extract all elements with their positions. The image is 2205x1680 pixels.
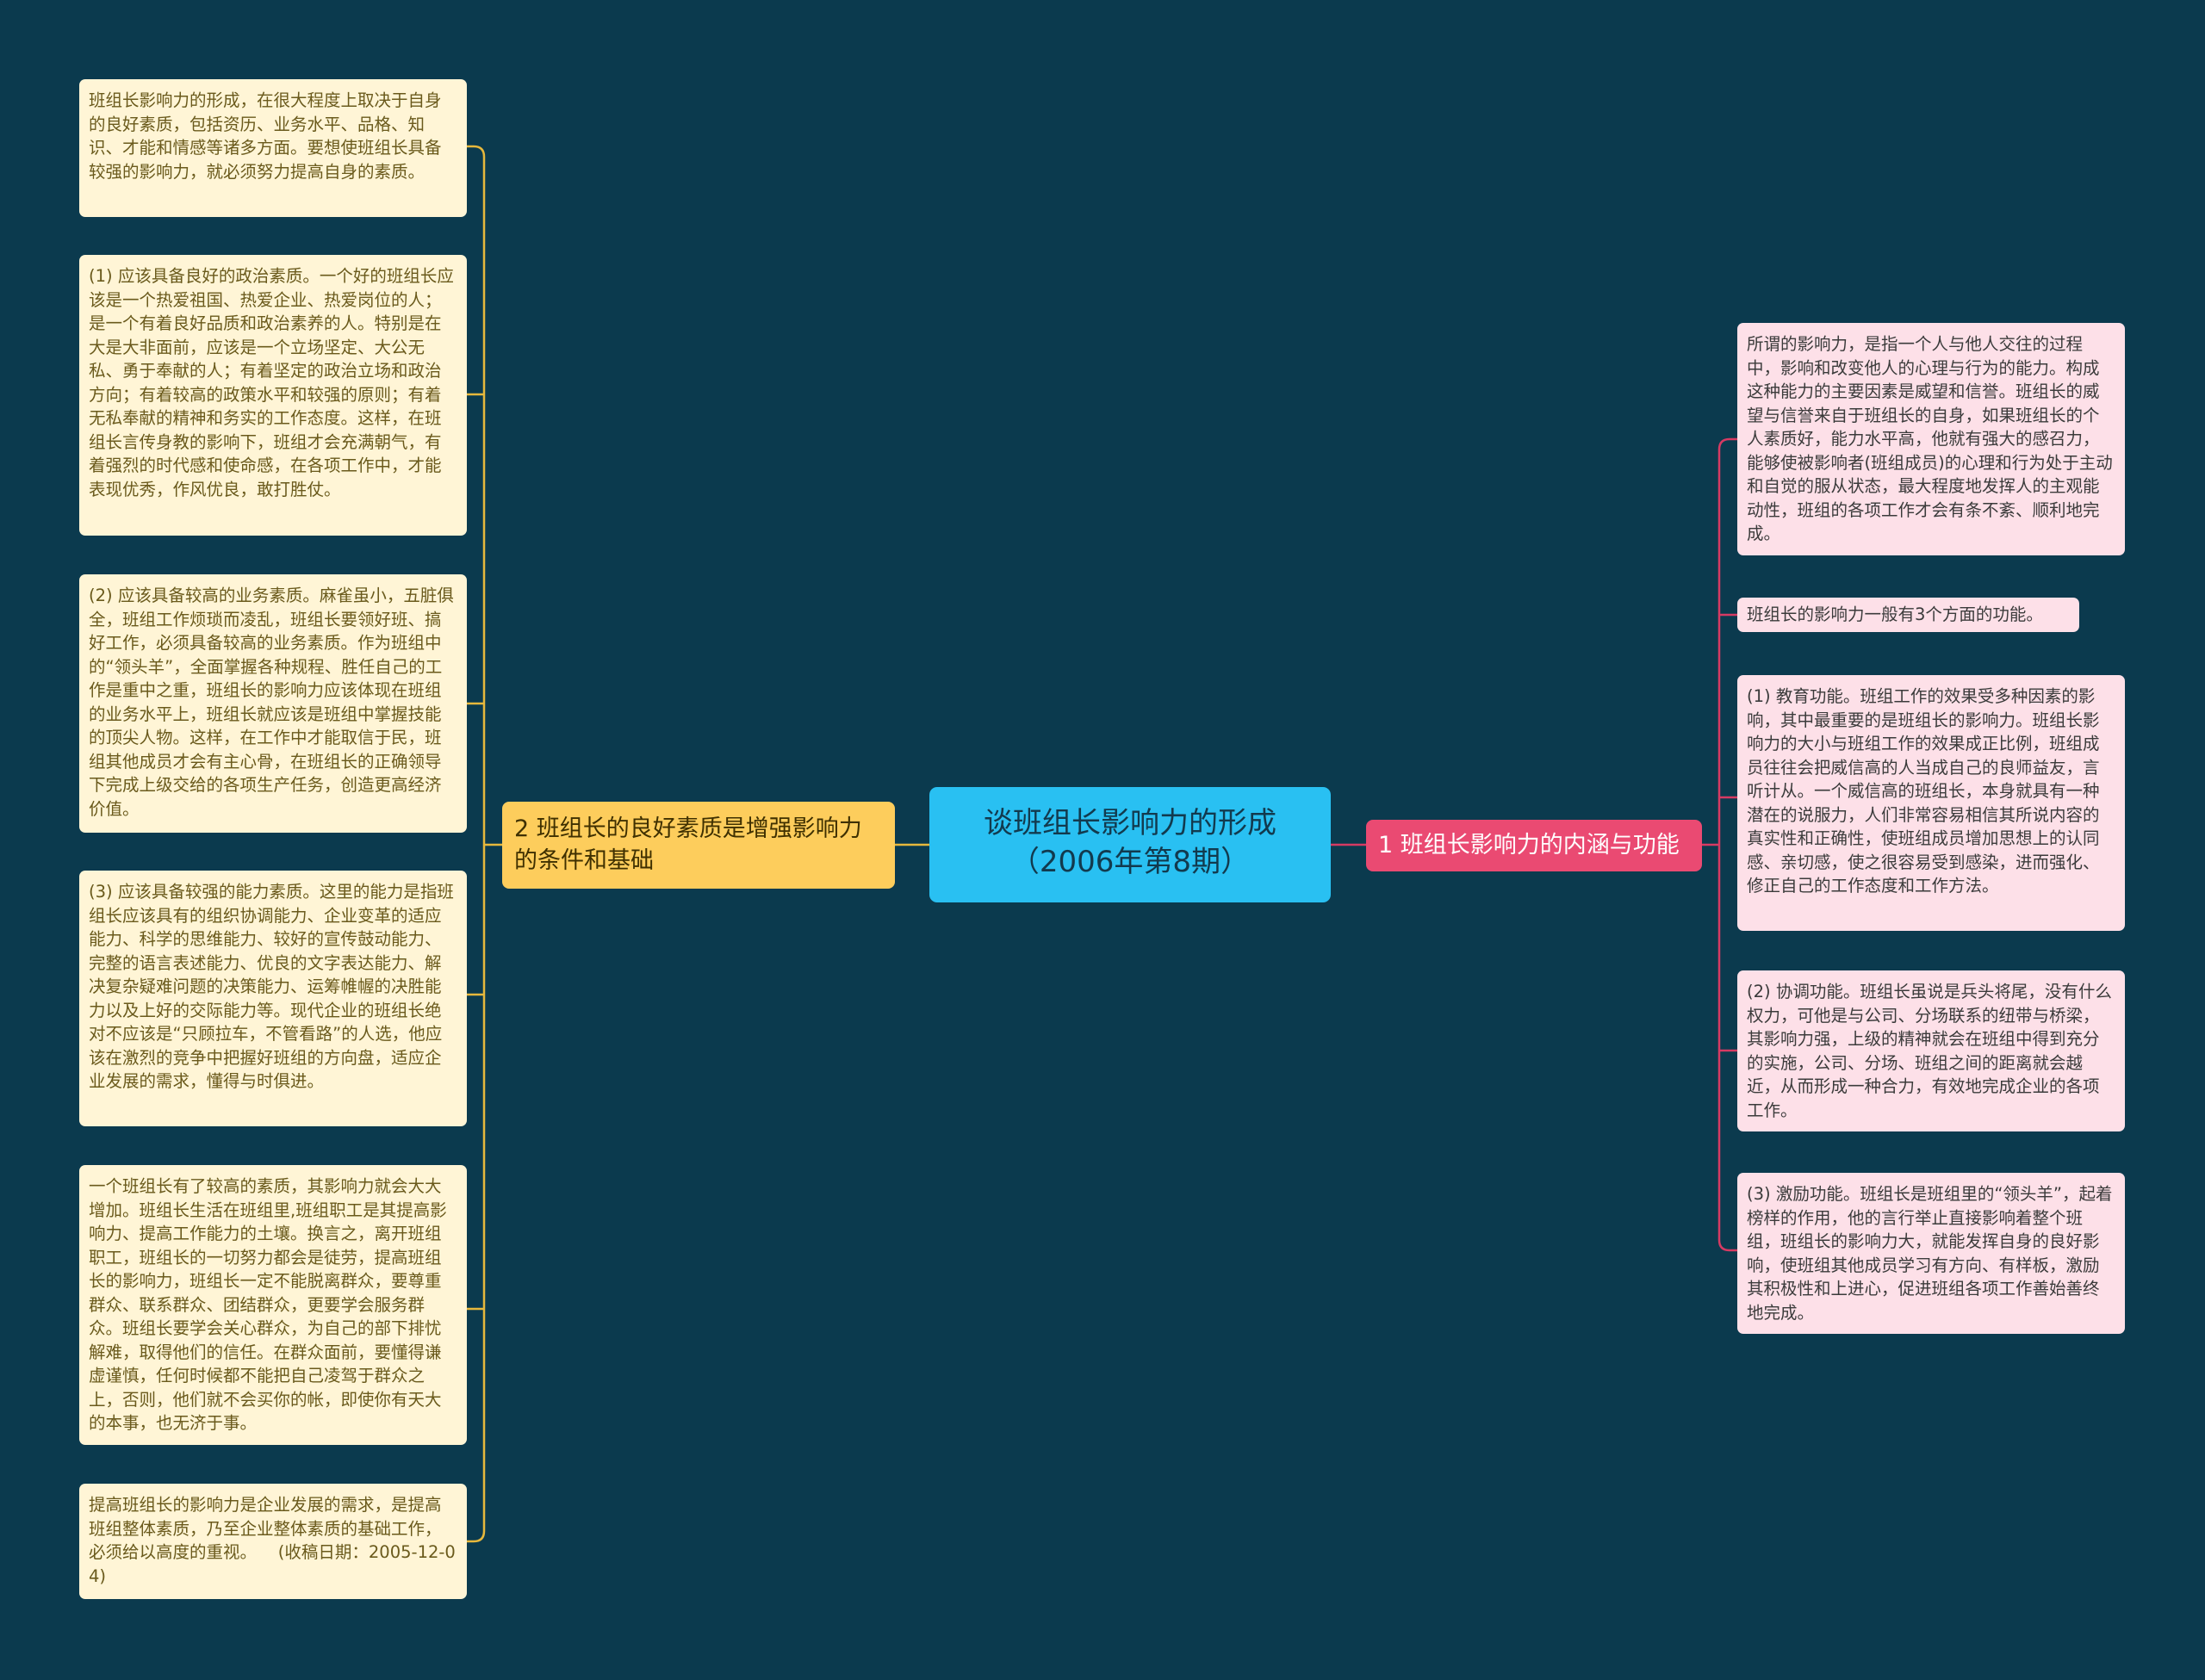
left-leaf-conclusion[interactable]: 提高班组长的影响力是企业发展的需求，是提高班组整体素质，乃至企业整体素质的基础工… [79,1484,467,1599]
right-leaf-functions-intro[interactable]: 班组长的影响力一般有3个方面的功能。 [1737,598,2079,632]
branch-right-topic[interactable]: 1 班组长影响力的内涵与功能 [1366,820,1702,871]
right-leaf-motivation[interactable]: (3) 激励功能。班组长是班组里的“领头羊”，起着榜样的作用，他的言行举止直接影… [1737,1173,2125,1334]
left-bracket [467,145,502,1543]
right-bracket [1702,437,1737,1252]
left-leaf-quality-intro[interactable]: 班组长影响力的形成，在很大程度上取决于自身的良好素质，包括资历、业务水平、品格、… [79,79,467,217]
left-leaf-ability-quality[interactable]: (3) 应该具备较强的能力素质。这里的能力是指班组长应该具有的组织协调能力、企业… [79,871,467,1126]
right-leaf-definition[interactable]: 所谓的影响力，是指一个人与他人交往的过程中，影响和改变他人的心理与行为的能力。构… [1737,323,2125,555]
right-leaf-coordination[interactable]: (2) 协调功能。班组长虽说是兵头将尾，没有什么权力，可他是与公司、分场联系的纽… [1737,970,2125,1131]
left-leaf-mass-relations[interactable]: 一个班组长有了较高的素质，其影响力就会大大增加。班组长生活在班组里,班组职工是其… [79,1165,467,1445]
left-leaf-political-quality[interactable]: (1) 应该具备良好的政治素质。一个好的班组长应该是一个热爱祖国、热爱企业、热爱… [79,255,467,536]
left-leaf-business-quality[interactable]: (2) 应该具备较高的业务素质。麻雀虽小，五脏俱全，班组工作烦琐而凌乱，班组长要… [79,574,467,833]
root-topic[interactable]: 谈班组长影响力的形成（2006年第8期） [929,787,1331,902]
right-leaf-education[interactable]: (1) 教育功能。班组工作的效果受多种因素的影响，其中最重要的是班组长的影响力。… [1737,675,2125,931]
branch-left-topic[interactable]: 2 班组长的良好素质是增强影响力的条件和基础 [502,802,895,889]
